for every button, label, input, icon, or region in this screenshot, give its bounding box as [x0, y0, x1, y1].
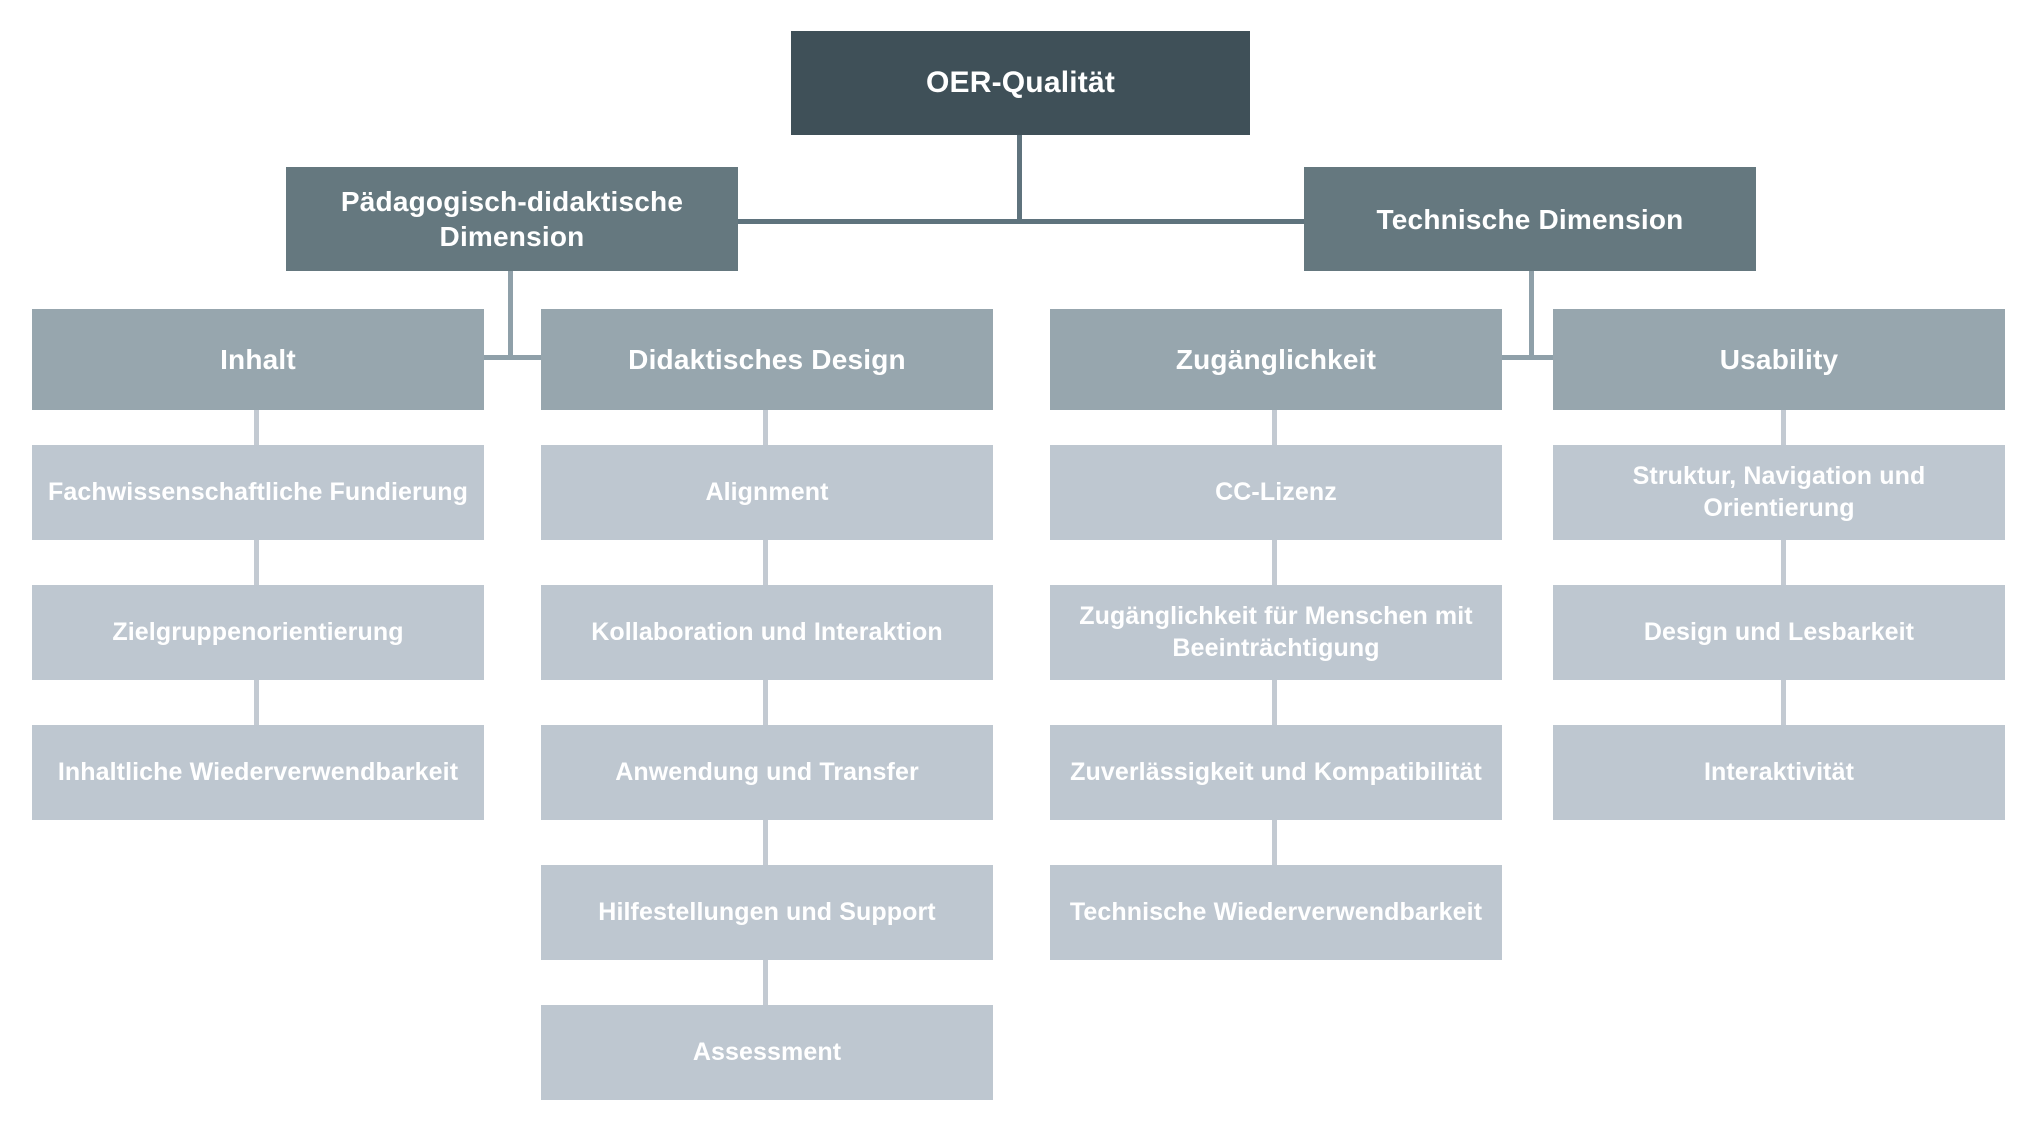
node-category-label: Zugänglichkeit: [1175, 344, 1377, 375]
node-criterion-label: Zuverlässigkeit und Kompatibilität: [1070, 757, 1482, 786]
node-criterion-kollaboration-und-interaktion[interactable]: Kollaboration und Interaktion: [541, 585, 993, 680]
node-criterion-label: Inhaltliche Wiederverwendbarkeit: [57, 757, 459, 786]
node-criterion-label: Fachwissenschaftliche Fundierung: [48, 477, 468, 506]
node-criterion-alignment[interactable]: Alignment: [541, 445, 993, 540]
node-criterion-anwendung-und-transfer[interactable]: Anwendung und Transfer: [541, 725, 993, 820]
connector-dimension-bus: [738, 219, 1304, 224]
node-criterion-label: Alignment: [705, 477, 829, 506]
connector-root-stem: [1017, 134, 1022, 223]
node-criterion-label: Design und Lesbarkeit: [1643, 617, 1915, 646]
node-criterion-label: Struktur, Navigation und Orientierung: [1632, 462, 1926, 522]
connector-column-3-spine: [1272, 410, 1277, 960]
node-criterion-hilfestellungen-und-support[interactable]: Hilfestellungen und Support: [541, 865, 993, 960]
node-category-zugaenglichkeit[interactable]: Zugänglichkeit: [1050, 309, 1502, 410]
node-criterion-technische-wiederverwendbarkeit[interactable]: Technische Wiederverwendbarkeit: [1050, 865, 1502, 960]
node-criterion-struktur-navigation-und-orientierung[interactable]: Struktur, Navigation und Orientierung: [1553, 445, 2005, 540]
node-criterion-inhaltliche-wiederverwendbarkeit[interactable]: Inhaltliche Wiederverwendbarkeit: [32, 725, 484, 820]
connector-left-category-bus: [256, 355, 766, 360]
node-criterion-label: CC-Lizenz: [1215, 477, 1337, 506]
node-criterion-label: Anwendung und Transfer: [615, 757, 919, 786]
node-root-oer-qualitaet[interactable]: OER-Qualität: [791, 31, 1250, 135]
node-dimension-label: Technische Dimension: [1376, 203, 1684, 235]
node-criterion-zugaenglichkeit-fuer-menschen-mit-beeintraechtigung[interactable]: Zugänglichkeit für Menschen mit Beeinträ…: [1050, 585, 1502, 680]
node-criterion-zielgruppenorientierung[interactable]: Zielgruppenorientierung: [32, 585, 484, 680]
node-criterion-zuverlaessigkeit-und-kompatibilitaet[interactable]: Zuverlässigkeit und Kompatibilität: [1050, 725, 1502, 820]
node-criterion-design-und-lesbarkeit[interactable]: Design und Lesbarkeit: [1553, 585, 2005, 680]
node-dimension-paedagogisch-didaktische[interactable]: Pädagogisch-didaktische Dimension: [286, 167, 738, 271]
node-category-label: Usability: [1719, 344, 1839, 375]
node-root-label: OER-Qualität: [925, 66, 1116, 100]
node-criterion-label: Zugänglichkeit für Menschen mit Beeinträ…: [1079, 602, 1473, 662]
node-criterion-label: Assessment: [692, 1037, 842, 1066]
node-dimension-label: Pädagogisch-didaktische Dimension: [340, 186, 684, 252]
node-criterion-label: Hilfestellungen und Support: [598, 897, 936, 926]
node-category-usability[interactable]: Usability: [1553, 309, 2005, 410]
node-criterion-interaktivitaet[interactable]: Interaktivität: [1553, 725, 2005, 820]
node-category-label: Didaktisches Design: [628, 344, 906, 375]
node-criterion-label: Kollaboration und Interaktion: [591, 617, 943, 646]
node-category-inhalt[interactable]: Inhalt: [32, 309, 484, 410]
connector-right-category-bus: [1276, 355, 1786, 360]
node-criterion-cc-lizenz[interactable]: CC-Lizenz: [1050, 445, 1502, 540]
node-criterion-assessment[interactable]: Assessment: [541, 1005, 993, 1100]
node-criterion-label: Zielgruppenorientierung: [112, 617, 404, 646]
node-criterion-label: Interaktivität: [1703, 757, 1855, 786]
node-criterion-label: Technische Wiederverwendbarkeit: [1069, 897, 1483, 926]
connector-left-dimension-stem: [508, 271, 513, 359]
node-category-label: Inhalt: [220, 344, 296, 375]
node-criterion-fachwissenschaftliche-fundierung[interactable]: Fachwissenschaftliche Fundierung: [32, 445, 484, 540]
connector-right-dimension-stem: [1529, 271, 1534, 359]
node-category-didaktisches-design[interactable]: Didaktisches Design: [541, 309, 993, 410]
node-dimension-technische[interactable]: Technische Dimension: [1304, 167, 1756, 271]
